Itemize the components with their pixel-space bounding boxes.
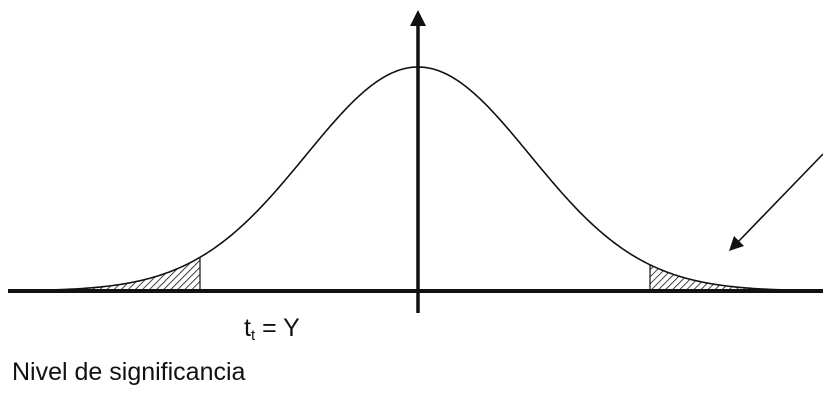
critical-value-label: tt = Y [244, 314, 300, 344]
significance-label: Nivel de significancia [12, 358, 246, 386]
pointer-arrow [735, 153, 823, 245]
critical-value-rest: = Y [255, 314, 300, 342]
pointer-arrowhead [729, 236, 744, 251]
critical-value-subscript: t [250, 327, 256, 344]
right-rejection-region [650, 264, 823, 291]
critical-value-main: t [244, 314, 251, 342]
vertical-axis-arrowhead [410, 10, 426, 26]
bell-curve [9, 66, 823, 292]
left-rejection-region [10, 257, 200, 291]
